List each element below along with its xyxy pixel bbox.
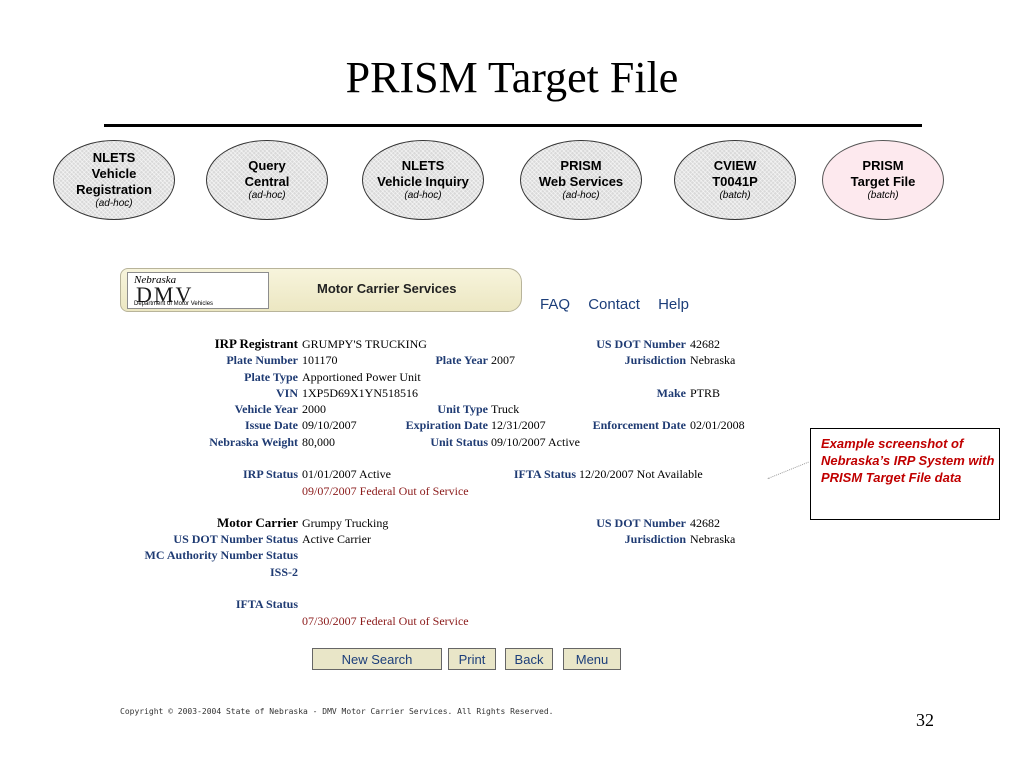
- value-mc-ifta-out-of-service: 07/30/2007 Federal Out of Service: [302, 614, 469, 628]
- copyright-notice: Copyright © 2003-2004 State of Nebraska …: [120, 707, 554, 716]
- record-fields: IRP Registrant GRUMPY'S TRUCKING US DOT …: [112, 262, 772, 662]
- value-vin: 1XP5D69X1YN518516: [302, 386, 419, 400]
- flow-node-line: Web Services: [538, 174, 624, 189]
- label-vin: VIN: [275, 386, 298, 400]
- value-make: PTRB: [690, 386, 721, 400]
- logo-department: Department of Motor Vehicles: [134, 301, 214, 307]
- value-expiration-date: 12/31/2007: [491, 418, 546, 432]
- value-irp-status: 01/01/2007 Active: [302, 467, 391, 481]
- value-mc-jurisdiction: Nebraska: [690, 532, 736, 546]
- flow-node-line: Target File: [850, 174, 916, 189]
- value-plate-type: Apportioned Power Unit: [302, 370, 421, 384]
- print-button[interactable]: Print: [448, 648, 496, 670]
- new-search-button[interactable]: New Search: [312, 648, 442, 670]
- value-unit-type: Truck: [491, 402, 520, 416]
- label-issue-date: Issue Date: [245, 418, 298, 432]
- top-links: FAQ Contact Help: [540, 296, 703, 313]
- value-nebraska-weight: 80,000: [302, 435, 335, 449]
- value-unit-status: 09/10/2007 Active: [491, 435, 580, 449]
- label-enforcement-date: Enforcement Date: [592, 418, 686, 432]
- label-us-dot-number: US DOT Number: [596, 337, 686, 351]
- header-title: Motor Carrier Services: [317, 281, 457, 296]
- flow-node-line: PRISM: [560, 158, 602, 173]
- value-enforcement-date: 02/01/2008: [690, 418, 745, 432]
- label-us-dot-number-status: US DOT Number Status: [173, 532, 298, 546]
- title-divider: [104, 124, 922, 127]
- label-iss-2: ISS-2: [269, 565, 298, 579]
- value-issue-date: 09/10/2007: [302, 418, 357, 432]
- logo-letters: DMV: [136, 282, 194, 307]
- flow-node-mode: (ad-hoc): [404, 190, 442, 201]
- flow-node-mode: (batch): [867, 190, 899, 201]
- back-button[interactable]: Back: [505, 648, 553, 670]
- label-expiration-date: Expiration Date: [405, 418, 488, 432]
- label-plate-type: Plate Type: [244, 370, 298, 384]
- flow-node-line: Registration: [76, 182, 152, 197]
- value-ifta-status: 12/20/2007 Not Available: [579, 467, 703, 481]
- flow-node-line: PRISM: [862, 158, 904, 173]
- flow-node-nlets-vehicle-registration: NLETS Vehicle Registration (ad-hoc): [53, 140, 175, 220]
- flow-node-line: Query: [248, 158, 286, 173]
- label-mc-jurisdiction: Jurisdiction: [624, 532, 686, 546]
- value-irp-registrant: GRUMPY'S TRUCKING: [302, 337, 427, 351]
- label-plate-year: Plate Year: [435, 353, 488, 367]
- flow-node-prism-target-file: PRISM Target File (batch): [822, 140, 944, 220]
- contact-link[interactable]: Contact: [588, 296, 640, 313]
- faq-link[interactable]: FAQ: [540, 296, 571, 313]
- value-us-dot-number-status: Active Carrier: [302, 532, 371, 546]
- page-number: 32: [916, 710, 934, 730]
- flow-node-mode: (batch): [719, 190, 751, 201]
- label-motor-carrier: Motor Carrier: [217, 515, 298, 530]
- logo-state: Nebraska: [134, 274, 177, 286]
- callout-text: Example screenshot of Nebraska’s IRP Sys…: [821, 436, 995, 485]
- help-link[interactable]: Help: [658, 296, 689, 313]
- dmv-logo: Nebraska DMV Department of Motor Vehicle…: [127, 272, 269, 309]
- flow-node-nlets-vehicle-inquiry: NLETS Vehicle Inquiry (ad-hoc): [362, 140, 484, 220]
- flow-node-line: CVIEW: [713, 158, 757, 173]
- value-mc-us-dot-number: 42682: [690, 516, 720, 530]
- value-us-dot-number: 42682: [690, 337, 720, 351]
- slide-title: PRISM Target File: [345, 53, 679, 102]
- label-mc-ifta-status: IFTA Status: [235, 597, 298, 611]
- flow-node-mode: (ad-hoc): [248, 190, 286, 201]
- flow-node-line: NLETS: [401, 158, 445, 173]
- flow-node-line: T0041P: [712, 174, 758, 189]
- value-motor-carrier: Grumpy Trucking: [302, 516, 389, 530]
- label-plate-number: Plate Number: [226, 353, 298, 367]
- label-nebraska-weight: Nebraska Weight: [209, 435, 298, 449]
- value-vehicle-year: 2000: [302, 402, 326, 416]
- label-mc-us-dot-number: US DOT Number: [596, 516, 686, 530]
- value-plate-year: 2007: [491, 353, 515, 367]
- callout-box: Example screenshot of Nebraska’s IRP Sys…: [810, 428, 1000, 520]
- flow-node-prism-web-services: PRISM Web Services (ad-hoc): [520, 140, 642, 220]
- label-jurisdiction: Jurisdiction: [624, 353, 686, 367]
- label-irp-registrant: IRP Registrant: [214, 336, 298, 351]
- menu-button[interactable]: Menu: [563, 648, 621, 670]
- flow-node-mode: (ad-hoc): [562, 190, 600, 201]
- flow-node-line: Vehicle: [91, 166, 137, 181]
- flow-node-mode: (ad-hoc): [95, 198, 133, 209]
- flow-node-cview-t0041p: CVIEW T0041P (batch): [674, 140, 796, 220]
- label-make: Make: [656, 386, 686, 400]
- label-unit-status: Unit Status: [430, 435, 488, 449]
- dmv-header: Nebraska DMV Department of Motor Vehicle…: [120, 268, 522, 312]
- value-jurisdiction: Nebraska: [690, 353, 736, 367]
- flow-node-query-central: Query Central (ad-hoc): [206, 140, 328, 220]
- label-unit-type: Unit Type: [437, 402, 488, 416]
- label-vehicle-year: Vehicle Year: [234, 402, 298, 416]
- label-irp-status: IRP Status: [242, 467, 298, 481]
- value-plate-number: 101170: [302, 353, 338, 367]
- callout-pointer: [767, 461, 810, 480]
- flow-node-line: Central: [244, 174, 290, 189]
- label-ifta-status: IFTA Status: [513, 467, 576, 481]
- flow-node-line: Vehicle Inquiry: [377, 174, 469, 189]
- value-irp-out-of-service: 09/07/2007 Federal Out of Service: [302, 484, 469, 498]
- label-mc-authority-number-status: MC Authority Number Status: [144, 548, 298, 562]
- flow-node-line: NLETS: [92, 150, 136, 165]
- dmv-screenshot: Nebraska DMV Department of Motor Vehicle…: [112, 262, 772, 722]
